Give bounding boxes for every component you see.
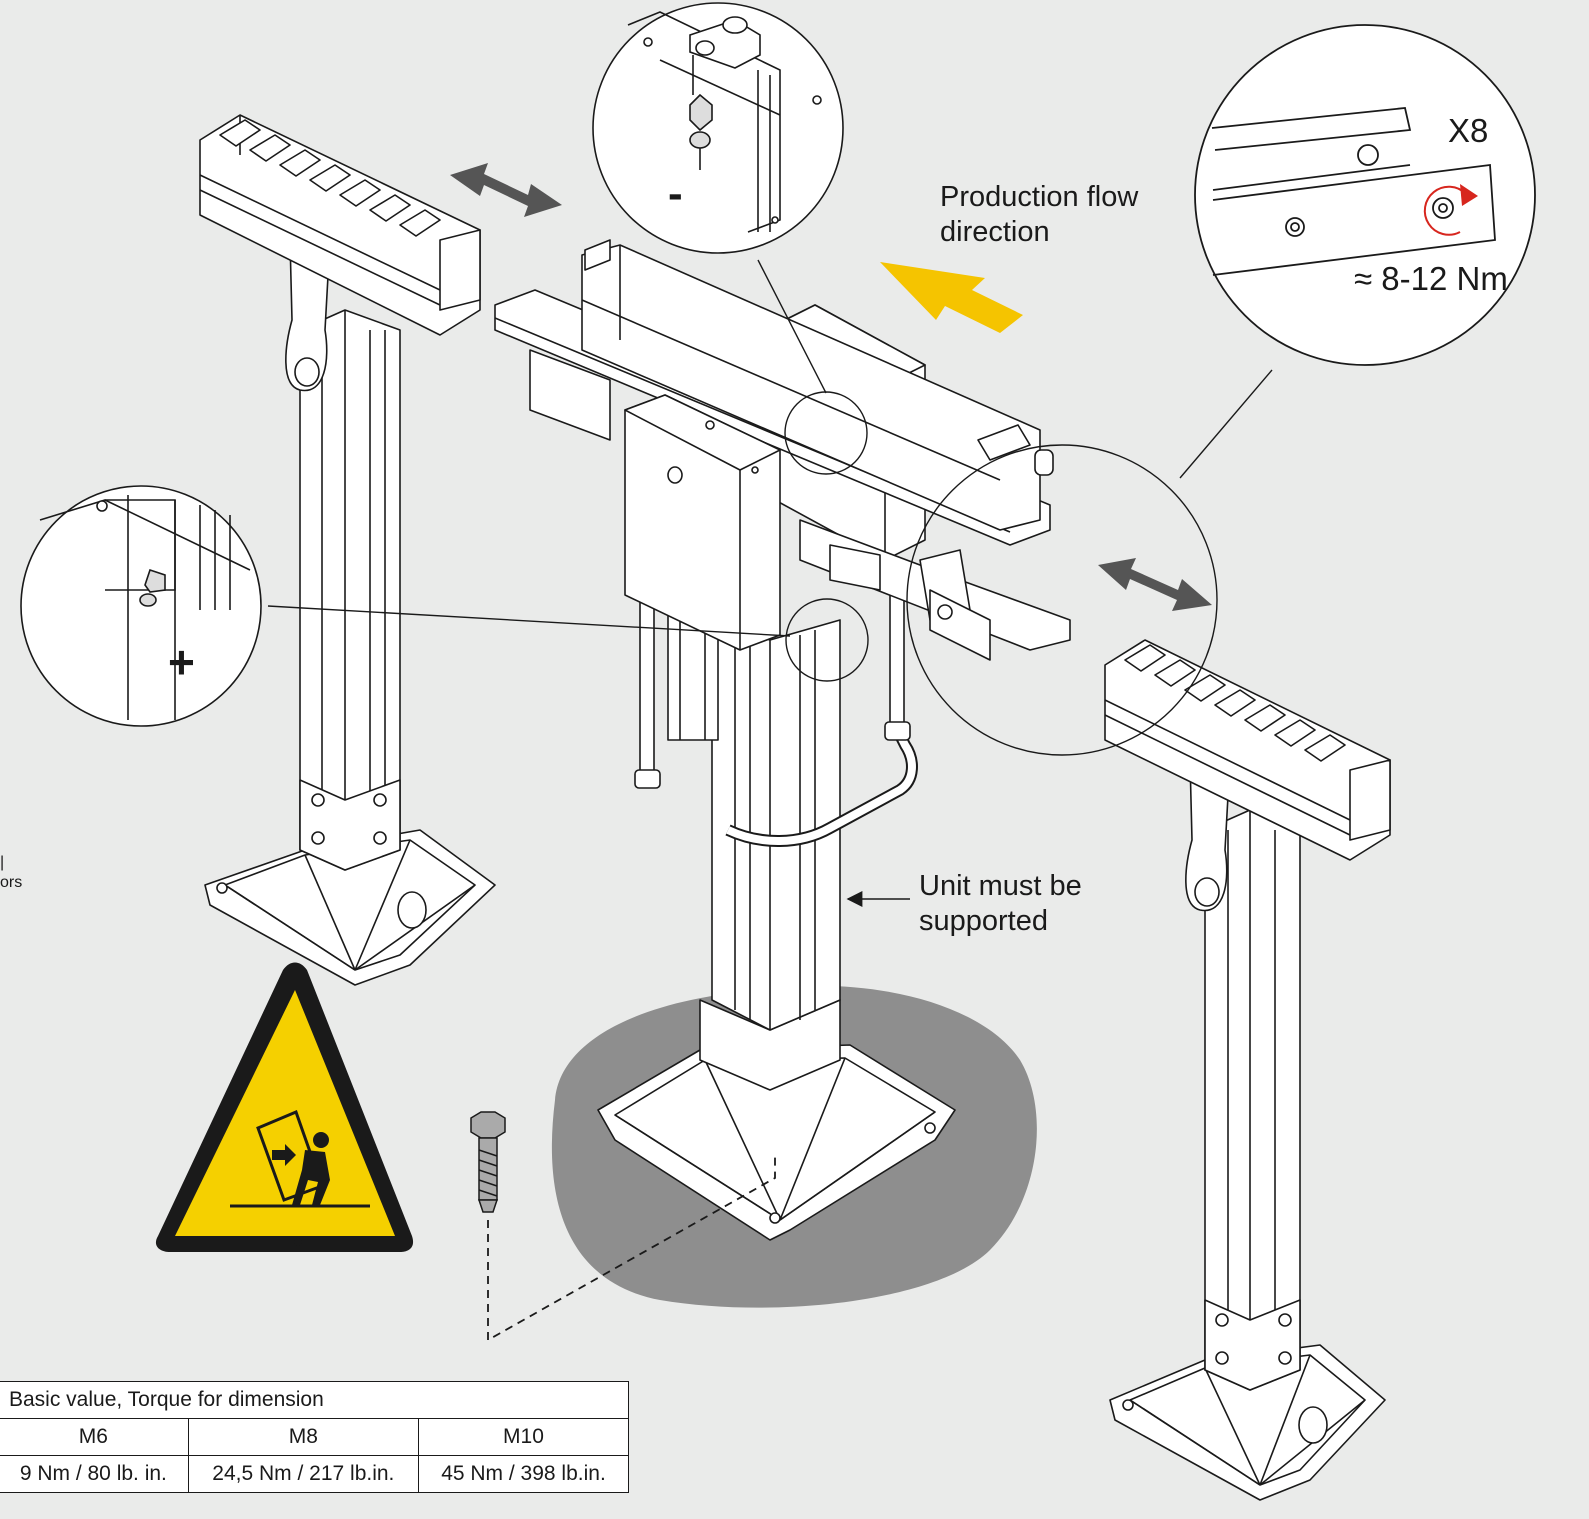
- column-header: M6: [0, 1418, 189, 1456]
- table-header-row: M6 M8 M10: [0, 1418, 630, 1456]
- move-arrow-left: [450, 163, 562, 217]
- move-arrow-right: [1098, 558, 1212, 611]
- table-cell: 24,5 Nm / 217 lb.in.: [187, 1455, 419, 1493]
- table-title: Basic value, Torque for dimension: [0, 1381, 629, 1419]
- plus-sign-label: +: [168, 636, 195, 688]
- detail-circle-x8: [1194, 24, 1536, 366]
- flow-direction-arrow: [880, 262, 1023, 333]
- column-header: M8: [187, 1418, 419, 1456]
- cropped-text-fragment: | ors: [0, 854, 23, 891]
- detail-circle-plus: [20, 485, 262, 727]
- table-title-row: Basic value, Torque for dimension: [0, 1381, 629, 1419]
- table-cell: 9 Nm / 80 lb. in.: [0, 1455, 189, 1493]
- torque-range-label: ≈ 8-12 Nm: [1354, 260, 1508, 297]
- rotation-arrow-icon: [1423, 184, 1478, 236]
- minus-sign-label: -: [668, 169, 683, 218]
- torque-table: Basic value, Torque for dimension M6 M8 …: [0, 1381, 630, 1493]
- detail-callouts: [267, 259, 1273, 756]
- column-header: M10: [417, 1418, 630, 1456]
- central-unit: [494, 239, 1071, 1241]
- quantity-label: X8: [1448, 112, 1489, 149]
- table-cell: 45 Nm / 398 lb.in.: [417, 1455, 630, 1493]
- hex-bolt-icon: [470, 1111, 506, 1213]
- unit-support-label: Unit must be supported: [919, 870, 1082, 937]
- right-stand: [1104, 639, 1391, 1501]
- tipping-hazard-warning-icon: [155, 962, 414, 1252]
- bolt-leader-line: [487, 1155, 776, 1342]
- detail-circle-minus: [592, 2, 844, 254]
- table-row: 9 Nm / 80 lb. in. 24,5 Nm / 217 lb.in. 4…: [0, 1455, 630, 1493]
- flow-direction-label: Production flow direction: [940, 181, 1139, 248]
- left-stand: [199, 114, 496, 986]
